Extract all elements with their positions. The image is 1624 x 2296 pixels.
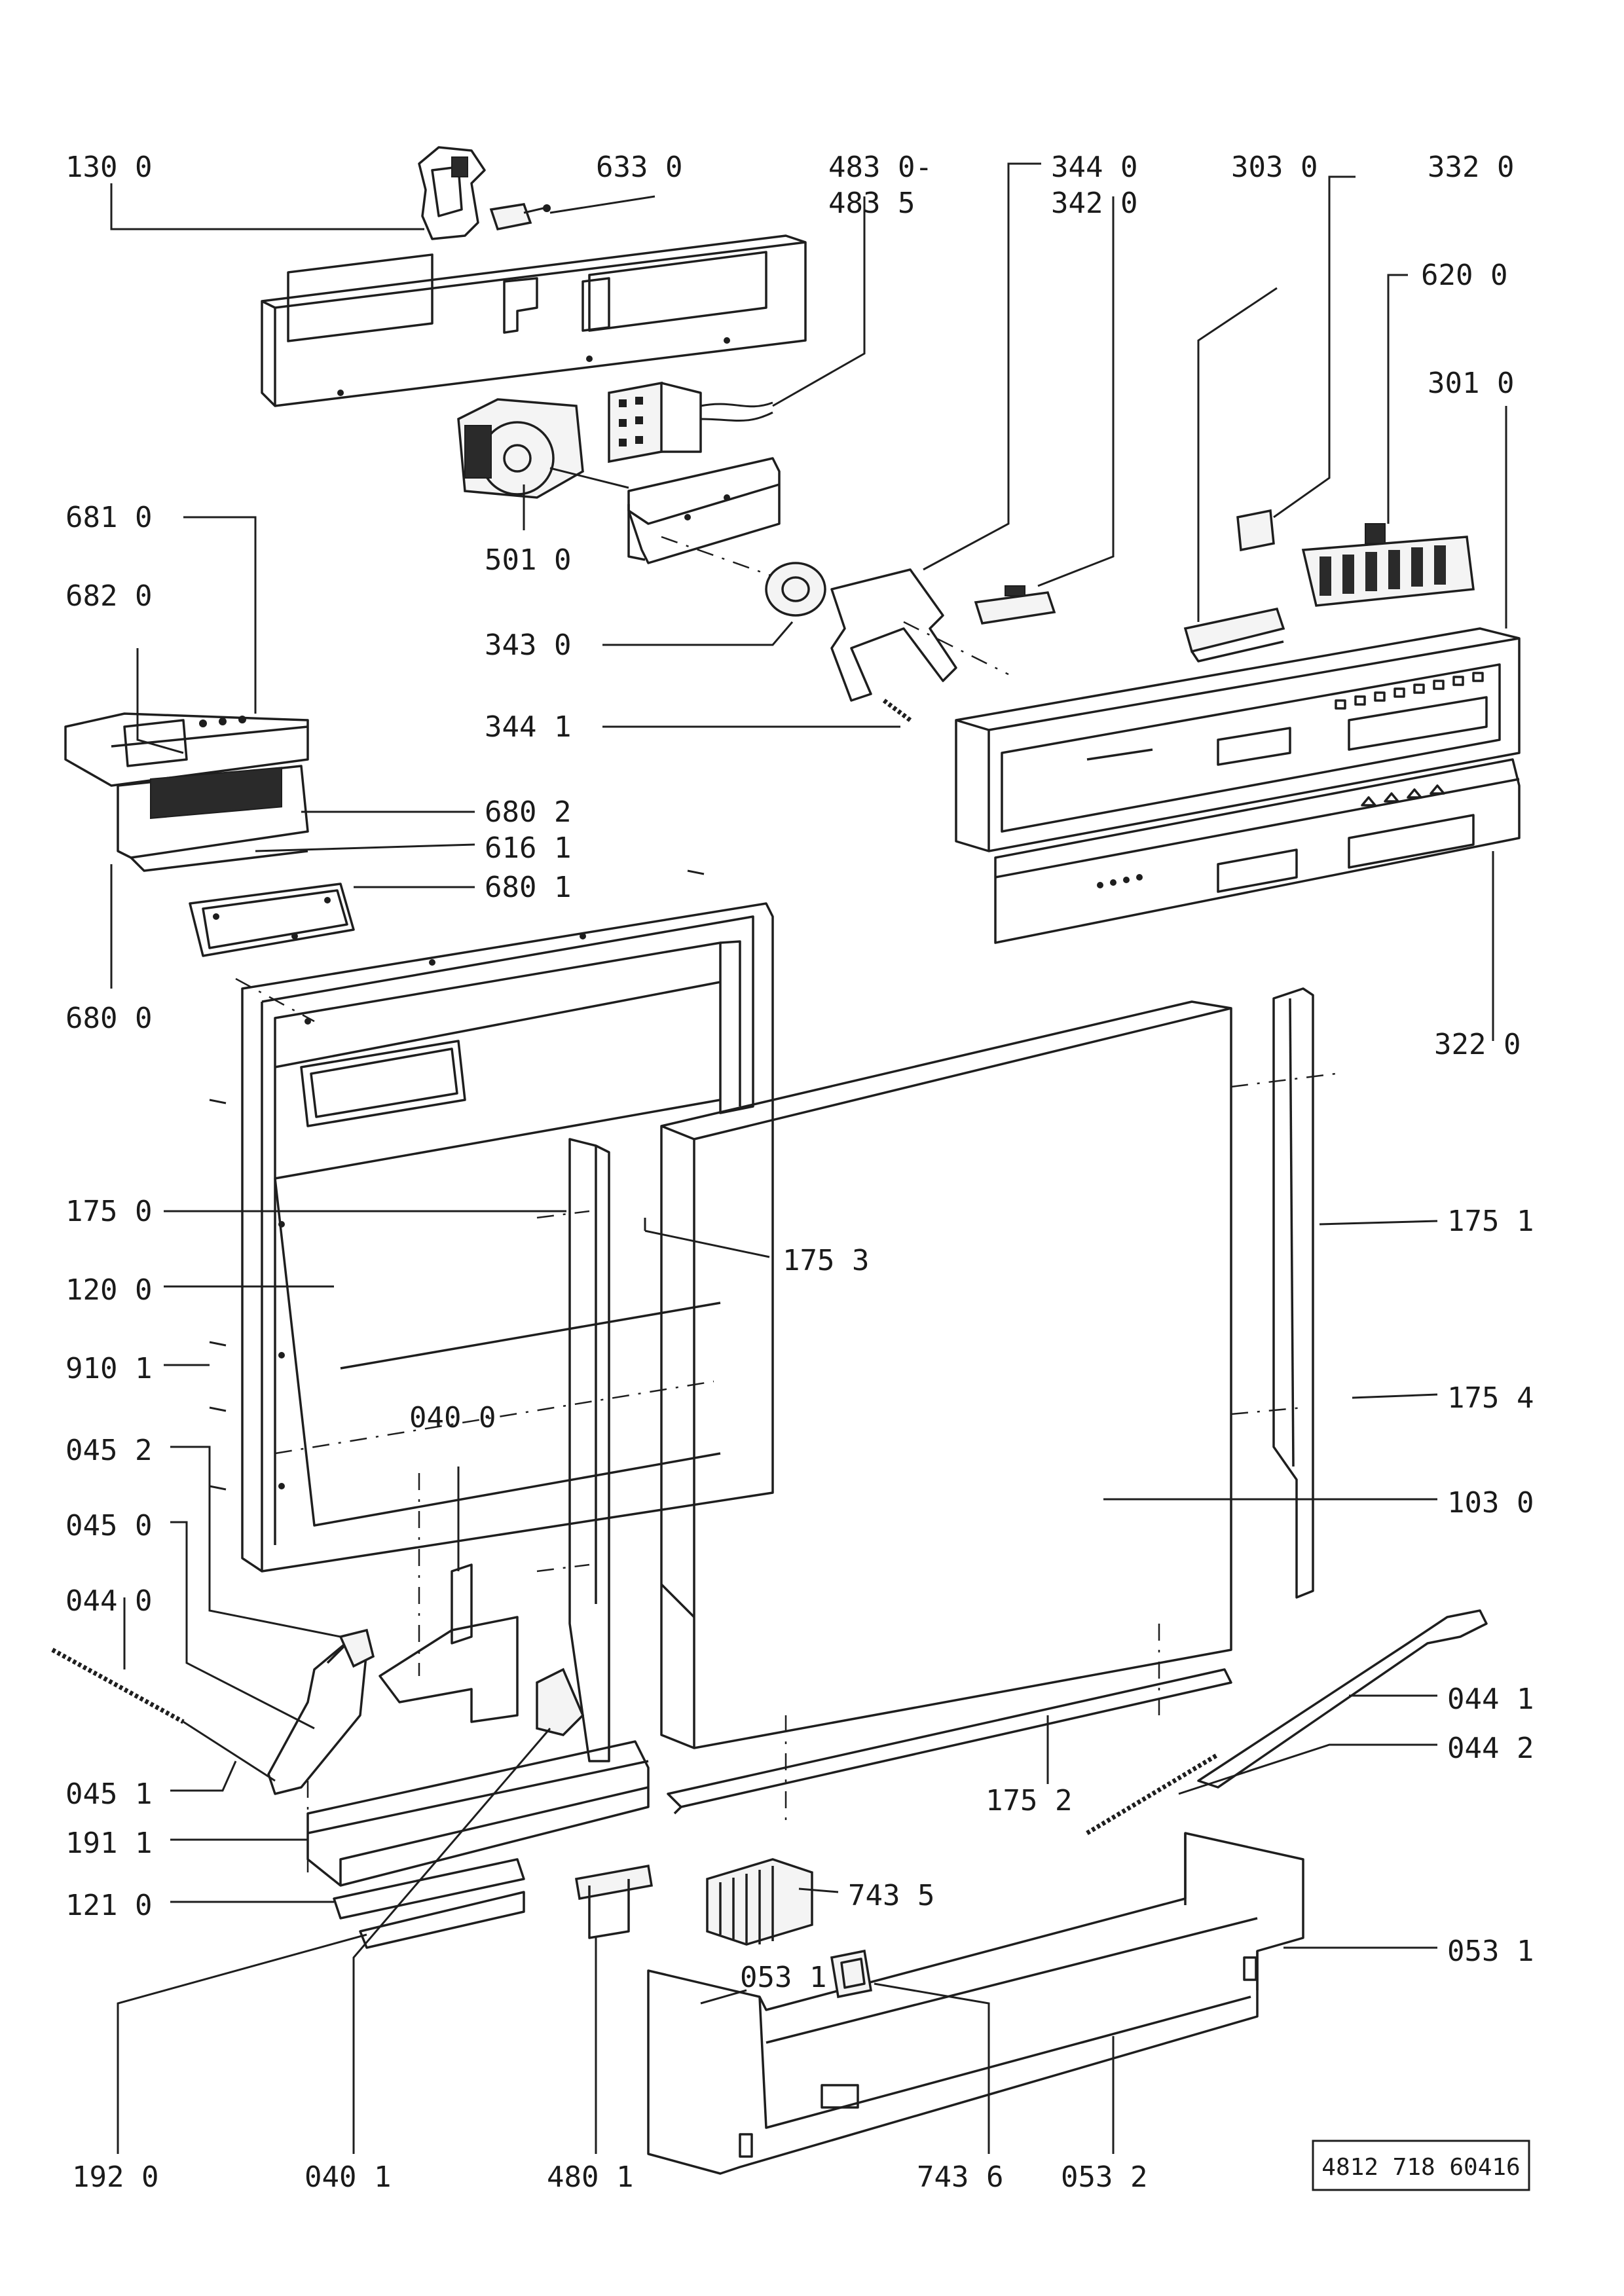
bottom-strip-175-2-part	[667, 1668, 1232, 1815]
label-301-0: 301 0	[1428, 367, 1514, 400]
filter-block-743-5-part	[706, 1858, 813, 1946]
label-044-0: 044 0	[65, 1584, 152, 1618]
label-045-1: 045 1	[65, 1777, 152, 1811]
label-616-1: 616 1	[485, 831, 571, 865]
label-191-1: 191 1	[65, 1827, 152, 1860]
fascia-322-part	[994, 758, 1521, 944]
label-680-0: 680 0	[65, 1002, 152, 1035]
side-strip-175-1-part	[1272, 987, 1314, 1599]
label-910-1: 910 1	[65, 1352, 152, 1385]
label-192-0: 192 0	[72, 2160, 158, 2194]
label-045-0: 045 0	[65, 1509, 152, 1542]
label-620-0: 620 0	[1421, 259, 1507, 292]
dispenser-680-part	[64, 712, 309, 872]
reference-number-box: 4812 718 60416	[1312, 2140, 1530, 2191]
selector-housing-part	[627, 457, 781, 577]
label-175-3: 175 3	[783, 1244, 869, 1277]
label-053-1-left: 053 1	[740, 1961, 826, 1994]
hinge-arm-044-1-part	[1197, 1609, 1488, 1789]
bracket-130-part	[418, 146, 486, 240]
part-labels: 130 0 633 0 483 0- 483 5 344 0 342 0 303…	[65, 151, 1534, 2194]
top-rail-part	[261, 234, 807, 407]
label-680-1: 680 1	[485, 871, 571, 904]
reference-number: 4812 718 60416	[1321, 2154, 1520, 2181]
plinth-053-part	[647, 1832, 1304, 2175]
label-044-2: 044 2	[1447, 1732, 1534, 1765]
label-344-0: 344 0	[1051, 151, 1137, 184]
label-743-5: 743 5	[848, 1879, 934, 1912]
label-175-0: 175 0	[65, 1195, 152, 1228]
label-040-1: 040 1	[304, 2160, 391, 2194]
control-panel-301-part	[955, 627, 1521, 852]
label-680-2: 680 2	[485, 795, 571, 829]
door-panel-103-part	[660, 1000, 1337, 1827]
side-strip-175-0-part	[536, 1138, 610, 1762]
label-175-2: 175 2	[986, 1784, 1072, 1817]
rail-121-part	[333, 1858, 525, 1920]
gasket-680-1-part	[189, 883, 355, 957]
label-322-0: 322 0	[1434, 1028, 1521, 1061]
label-053-1-right: 053 1	[1447, 1935, 1534, 1968]
screws-910-1-part	[209, 869, 705, 1491]
hinge-lever-045-0-part	[267, 1628, 375, 1795]
clip-480-1-part	[574, 1864, 654, 1939]
spring-344-1-part	[882, 699, 912, 722]
label-343-0: 343 0	[485, 629, 571, 662]
hinge-spring-044-2-part	[1086, 1752, 1219, 1836]
block-332-part	[1236, 509, 1275, 552]
latch-342-part	[974, 585, 1056, 625]
label-344-1: 344 1	[485, 710, 571, 744]
plate-040-1-part	[536, 1667, 585, 1736]
switch-bank-620-part	[1301, 523, 1475, 607]
label-040-0: 040 0	[409, 1401, 496, 1434]
rail-192-part	[359, 1891, 525, 1949]
label-681-0: 681 0	[65, 501, 152, 534]
filter-block-743-6-part	[830, 1949, 873, 1999]
label-175-4: 175 4	[1447, 1381, 1534, 1415]
label-303-0: 303 0	[1231, 151, 1318, 184]
label-121-0: 121 0	[65, 1889, 152, 1922]
label-045-2: 045 2	[65, 1434, 152, 1467]
cam-disc-343-part	[765, 562, 826, 617]
leader-lines	[110, 162, 1507, 2154]
label-120-0: 120 0	[65, 1273, 152, 1307]
label-342-0: 342 0	[1051, 187, 1137, 220]
label-053-2: 053 2	[1061, 2160, 1147, 2194]
label-332-0: 332 0	[1428, 151, 1514, 184]
label-483-5: 483 5	[828, 187, 915, 220]
base-rail-191-part	[306, 1740, 650, 1887]
inner-frame-120-part	[235, 902, 774, 1573]
button-303-part	[1183, 607, 1285, 663]
hinge-spring-044-0-part	[51, 1647, 276, 1782]
switch-633-part	[489, 203, 551, 231]
label-130-0: 130 0	[65, 151, 152, 184]
label-044-1: 044 1	[1447, 1683, 1534, 1716]
timer-motor-501-part	[457, 398, 629, 499]
lever-344-part	[830, 568, 1009, 702]
label-743-6: 743 6	[917, 2160, 1003, 2194]
label-682-0: 682 0	[65, 579, 152, 613]
label-103-0: 103 0	[1447, 1486, 1534, 1520]
label-633-0: 633 0	[596, 151, 682, 184]
label-480-1: 480 1	[547, 2160, 633, 2194]
connector-block-483-part	[608, 381, 773, 464]
label-175-1: 175 1	[1447, 1205, 1534, 1238]
label-483-0: 483 0-	[828, 151, 932, 184]
hinge-bracket-040-0-part	[378, 1473, 519, 1723]
label-501-0: 501 0	[485, 543, 571, 577]
